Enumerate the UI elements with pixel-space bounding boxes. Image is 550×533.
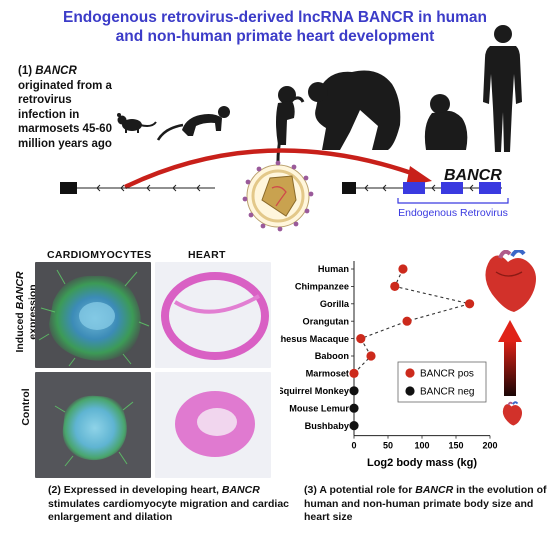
- category-label: Baboon: [315, 351, 350, 361]
- category-label: Human: [318, 264, 350, 274]
- gradient-arrow-shaft: [504, 340, 516, 396]
- note2-prefix: (2) Expressed in developing heart,: [48, 484, 222, 496]
- legend-pos-label: BANCR pos: [420, 369, 474, 380]
- heart-header: HEART: [188, 249, 226, 261]
- x-tick-label: 0: [351, 441, 356, 451]
- evolution-arrow: [124, 148, 432, 190]
- function-note: (2) Expressed in developing heart, BANCR…: [48, 484, 308, 525]
- bancr-gene-label: BANCR: [444, 167, 502, 184]
- x-axis-label: Log2 body mass (kg): [367, 457, 477, 469]
- induced-cardiomyocyte-image: [35, 262, 151, 368]
- bancr-locus: [342, 182, 509, 204]
- evolution-diagram: BANCR Endogenous Retrovirus: [60, 25, 522, 232]
- chimpanzee-silhouette: [424, 94, 468, 150]
- title-line-2: and non-human primate heart development: [115, 28, 435, 45]
- legend-pos-marker: [405, 368, 415, 378]
- small-heart-icon: [502, 401, 523, 426]
- note1-text: originated from a retrovirus infection i…: [18, 79, 112, 150]
- note3-gene: BANCR: [415, 484, 454, 496]
- note2-gene: BANCR: [221, 484, 260, 496]
- category-label: Squirrel Monkey: [280, 386, 350, 396]
- chart-legend: BANCR pos BANCR neg: [397, 361, 487, 403]
- note3-prefix: (3) A potential role for: [304, 484, 416, 496]
- heart-size-indicator: [485, 250, 536, 426]
- gorilla-silhouette: [308, 70, 401, 150]
- chart-points: [349, 264, 475, 431]
- x-tick-label: 150: [448, 441, 463, 451]
- erv-label: Endogenous Retrovirus: [398, 207, 508, 219]
- gradient-arrow-head: [498, 320, 522, 342]
- chart-tick-labels: 0 50 100 150 200: [351, 435, 498, 451]
- marmoset-silhouette: [156, 106, 230, 141]
- category-label: Mouse Lemur: [289, 403, 349, 413]
- note1-prefix: (1): [18, 65, 36, 77]
- human-silhouette: [483, 25, 522, 152]
- page-title: Endogenous retrovirus-derived lncRNA BAN…: [0, 8, 550, 46]
- control-row-label: Control: [20, 388, 32, 426]
- legend-neg-marker: [405, 386, 415, 396]
- x-tick-label: 50: [383, 441, 393, 451]
- exon-2: [441, 182, 463, 194]
- category-label: Gorilla: [320, 299, 350, 309]
- category-label: Marmoset: [306, 369, 349, 379]
- data-point-bancr-pos: [349, 368, 359, 378]
- data-point-bancr-neg: [349, 386, 359, 396]
- control-heart-section-image: [155, 372, 271, 478]
- ancestral-locus: [60, 182, 215, 194]
- category-label: Chimpanzee: [295, 282, 349, 292]
- note2-text: stimulates cardiomyocyte migration and c…: [48, 497, 289, 524]
- bushbaby-silhouette: [117, 113, 157, 133]
- legend-neg-label: BANCR neg: [420, 387, 474, 398]
- x-tick-label: 100: [414, 441, 429, 451]
- data-point-bancr-pos: [366, 351, 376, 361]
- control-cardiomyocyte-image: [35, 372, 151, 478]
- evolution-role-note: (3) A potential role for BANCR in the ev…: [304, 484, 549, 525]
- induced-label-gene: BANCR: [14, 271, 26, 310]
- note1-gene: BANCR: [35, 65, 77, 77]
- data-point-bancr-pos: [465, 299, 475, 309]
- title-line-1: Endogenous retrovirus-derived lncRNA BAN…: [63, 9, 487, 26]
- data-point-bancr-pos: [402, 316, 412, 326]
- induced-label-pre: Induced: [14, 309, 26, 353]
- induced-row-label: Induced BANCR: [14, 258, 26, 366]
- x-tick-label: 200: [482, 441, 497, 451]
- large-heart-icon: [485, 250, 536, 312]
- note3-text: in the evolution of human and non-human …: [304, 484, 547, 523]
- cardiomyocytes-header: CARDIOMYOCYTES: [47, 249, 152, 261]
- exon-3: [479, 182, 501, 194]
- category-label: Bushbaby: [305, 421, 350, 431]
- data-point-bancr-neg: [349, 403, 359, 413]
- category-label: Rhesus Macaque: [280, 334, 349, 344]
- retrovirus-particle: [242, 160, 314, 232]
- data-point-bancr-neg: [349, 421, 359, 431]
- induced-heart-section-image: [155, 262, 271, 368]
- data-point-bancr-pos: [356, 334, 366, 344]
- data-point-bancr-pos: [398, 264, 408, 274]
- exon-1: [403, 182, 425, 194]
- data-point-bancr-pos: [390, 281, 400, 291]
- category-label: Orangutan: [303, 316, 350, 326]
- chart-axes: [353, 261, 490, 437]
- evolution-note: (1) BANCR originated from a retrovirus i…: [18, 64, 118, 152]
